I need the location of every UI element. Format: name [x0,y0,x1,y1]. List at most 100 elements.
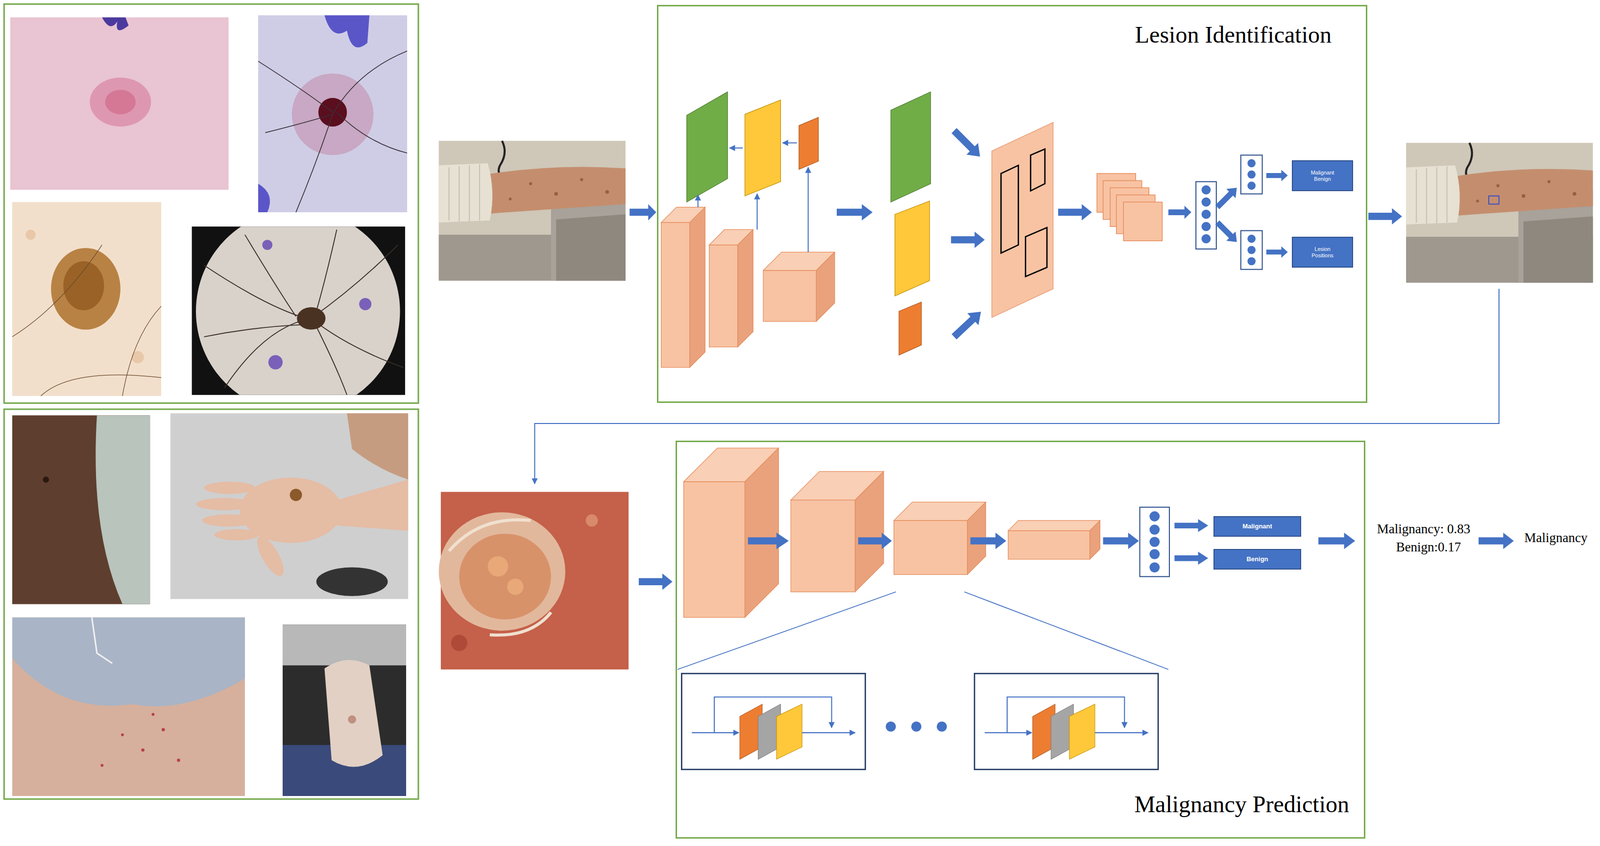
block-arrow [1174,518,1209,533]
skin [12,201,162,396]
detection-box [1488,195,1500,205]
residual-block [974,673,1159,770]
block-arrow [638,573,673,590]
lesion [459,533,551,620]
block-front [661,222,690,368]
skin-spot [451,634,468,651]
towel [95,414,150,604]
lesion-texture [507,578,524,595]
dense-layer [1195,154,1262,269]
feature-map [890,91,931,202]
box-label: Benign [1246,555,1268,563]
crop-connector [534,288,1499,484]
score-label: Benign:0.17 [1396,539,1462,555]
dermoscopy-photo [192,209,406,413]
block-side [854,471,884,592]
neuron [1149,561,1160,573]
neuron [1201,221,1212,232]
block-arrow [1212,182,1242,212]
block-side [737,229,753,347]
neuron [1247,181,1256,191]
ink-mark [359,297,372,311]
neuron [1247,159,1256,168]
block-front [790,499,855,592]
block-frame [974,673,1159,770]
layer-frame [1240,154,1263,194]
block-front [709,244,738,347]
lesion-core [63,261,104,311]
box-label: Malignant Benign [1307,169,1338,182]
lesion [296,307,326,330]
output-box: Malignant [1213,515,1302,537]
block-arrow [1266,246,1288,258]
neuron [1247,257,1256,266]
feature-map [745,99,781,196]
gown-tie [91,617,113,664]
ink-mark [262,239,273,250]
skin [440,491,629,670]
zoom-line [964,591,1169,670]
skin-spot [25,229,36,240]
skin-spot [151,712,155,716]
floor [170,412,409,599]
block-arrow [748,532,789,549]
neuron [1247,234,1256,243]
output-box: Malignant Benign [1291,160,1354,192]
block-arrow [858,532,893,549]
thin-arrow [782,142,798,144]
feature-map [898,301,922,355]
panel-heading: Lesion Identification [1135,22,1332,49]
skin-spot [161,727,166,731]
lesion-core [105,89,136,115]
roi-plate [992,122,1054,318]
ink-mark [268,355,283,370]
neuron [1201,197,1212,207]
box-label: Malignant [1242,522,1273,531]
neuron [1201,209,1212,219]
score-label: Malignancy: 0.83 [1377,521,1471,537]
neuron [1247,170,1256,179]
block-arrow [1318,532,1356,549]
lesion [50,247,121,330]
skin [10,17,229,190]
block-arrow [1368,208,1403,225]
ellipsis-dot [911,721,922,732]
block-arrow [1168,205,1192,219]
output-box: Benign [1213,548,1302,570]
other-hand [346,412,409,480]
residual-block [681,673,866,770]
clinical-photo [12,617,245,796]
dermoscopy-photo [12,201,162,396]
skin [12,414,150,604]
clinical-photo [170,412,409,599]
block-front [1008,530,1091,559]
neuron [1149,536,1160,547]
neuron [1247,245,1256,255]
stage-panel: Malignancy PredictionMalignantBenign [675,440,1366,839]
layer-frame [1139,507,1170,577]
skin [12,617,245,796]
shoe [316,567,388,596]
neuron [1149,510,1160,522]
output-photo [1406,142,1593,283]
ink-mark [258,183,270,213]
dermoscopy-photo [258,15,408,213]
block-frame [681,673,866,770]
relu-layer [1069,703,1095,759]
clinical-photo [12,414,150,604]
wrist [336,479,409,531]
finger [214,529,260,541]
stage-panel: Lesion IdentificationMalignant BenignLes… [656,4,1368,403]
neuron [1149,548,1160,559]
block-side [816,251,835,322]
scope-field [195,226,401,395]
block-arrow [629,203,656,220]
lesion [89,77,151,127]
zoom-line [677,591,897,670]
output-box: Lesion Positions [1291,236,1354,268]
thin-arrow [1094,731,1148,733]
feature-map [686,91,728,202]
proposal-map [992,122,1054,318]
lesion-texture [487,556,509,577]
